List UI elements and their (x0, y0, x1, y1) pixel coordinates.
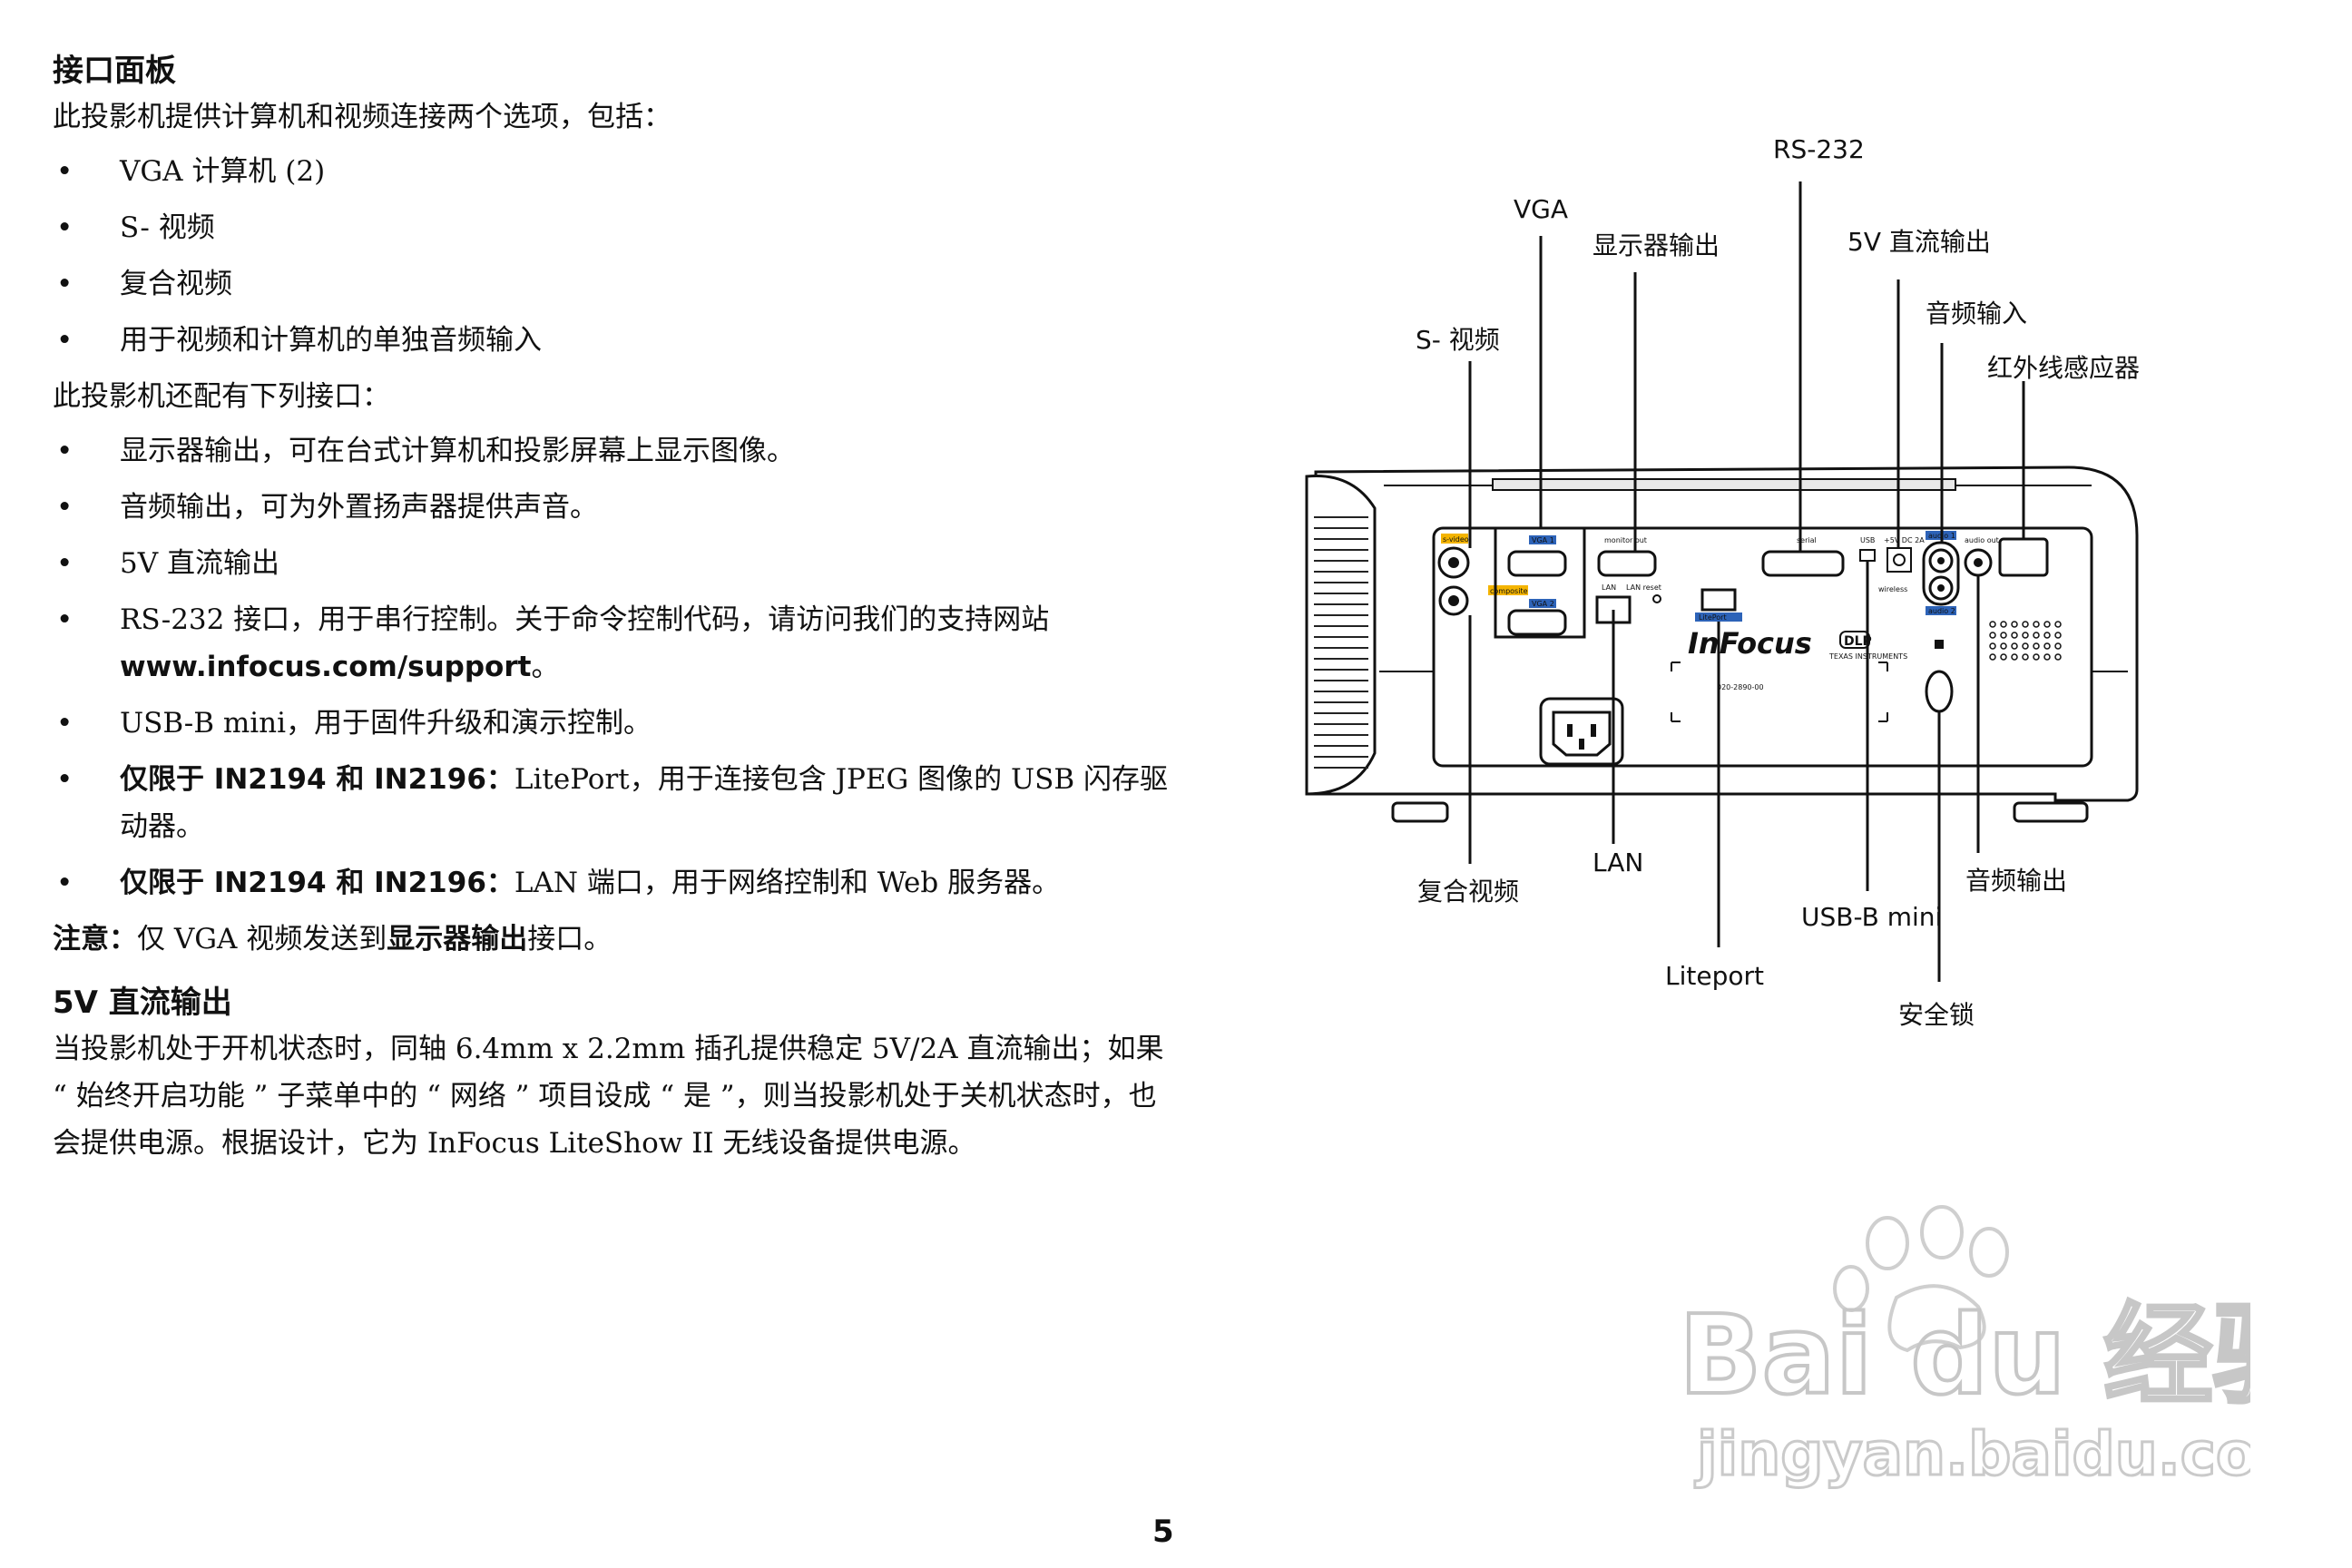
also-intro-text: 此投影机还配有下列接口： (53, 380, 390, 413)
audio-out-tag: audio out (1965, 536, 1999, 544)
note-bold: 显示器输出 (387, 923, 528, 956)
label-security-lock: 安全锁 (1898, 1000, 1975, 1030)
liteport-tag: LitePort (1699, 613, 1727, 622)
list-item: VGA 计算机 (2) (53, 148, 1169, 195)
item-text: 5V 直流输出 (120, 547, 279, 580)
dc-output-body: 当投影机处于开机状态时，同轴 6.4mm x 2.2mm 插孔提供稳定 5V/2… (53, 1033, 1164, 1160)
label-lan: LAN (1592, 848, 1643, 877)
leader-lines (1468, 181, 2025, 982)
serial-tag: serial (1797, 536, 1817, 544)
label-monitor-out: 显示器输出 (1592, 230, 1720, 260)
item-text-after: 。 (531, 651, 560, 683)
item-text: USB-B mini，用于固件升级和演示控制。 (120, 707, 652, 740)
connector-panel-diagram: s-video composite VGA 1 VGA 2 monitor ou… (1305, 134, 2140, 1030)
lan-reset-tag: LAN reset (1626, 583, 1661, 592)
projector-rear-view: s-video composite VGA 1 VGA 2 monitor ou… (1305, 466, 2139, 823)
vga1-tag: VGA 1 (1532, 536, 1554, 544)
list-item: 仅限于 IN2194 和 IN2196：LAN 端口，用于网络控制和 Web 服… (53, 859, 1169, 906)
section-heading-5v-dc: 5V 直流输出 (53, 985, 232, 1021)
item-text: 显示器输出，可在台式计算机和投影屏幕上显示图像。 (120, 435, 795, 467)
list-item: 音频输出，可为外置扬声器提供声音。 (53, 484, 1169, 531)
vga2-port (1507, 609, 1567, 636)
paw-icon (1833, 1205, 2009, 1353)
label-5v-dc: 5V 直流输出 (1847, 227, 1991, 257)
security-lock-slot (1925, 670, 1954, 713)
label-svideo: S- 视频 (1416, 325, 1500, 355)
ir-sensor (1998, 537, 2049, 577)
usb-tag: USB (1860, 536, 1875, 544)
baidu-watermark: Bai du 经验 jingyan.baidu.com (1677, 1205, 2250, 1491)
note: 注意：仅 VGA 视频发送到显示器输出接口。 (53, 916, 1169, 963)
dlp-logo: DLP (1844, 634, 1872, 649)
feature-list: 显示器输出，可在台式计算机和投影屏幕上显示图像。 音频输出，可为外置扬声器提供声… (53, 427, 1169, 906)
note-text: 仅 VGA 视频发送到 (137, 923, 387, 956)
dc-tag: +5V DC 2A (1884, 536, 1925, 544)
intro-text: 此投影机提供计算机和视频连接两个选项，包括： (53, 101, 671, 133)
item-text: RS-232 接口，用于串行控制。关于命令控制代码，请访问我们的支持网站 (120, 603, 1050, 636)
item-bold: 仅限于 IN2194 和 IN2196： (120, 763, 514, 796)
lan-tag: LAN (1602, 583, 1616, 592)
section-heading-interfaces: 接口面板 (53, 53, 176, 89)
label-composite: 复合视频 (1417, 877, 1519, 906)
list-item: 5V 直流输出 (53, 540, 1169, 587)
label-audio-in: 音频输入 (1926, 299, 2027, 328)
composite-tag: composite (1490, 587, 1528, 595)
item-text: LAN 端口，用于网络控制和 Web 服务器。 (514, 867, 1061, 899)
usb-b-mini-port (1859, 549, 1876, 562)
item-text: LitePort，用于连接包含 JPEG 图像的 USB 闪存驱动器。 (120, 763, 1168, 843)
item-text: 音频输出，可为外置扬声器提供声音。 (120, 491, 598, 524)
wireless-tag: wireless (1878, 585, 1907, 593)
svideo-tag: s-video (1443, 535, 1469, 544)
page-number: 5 (1152, 1514, 1174, 1550)
vga2-tag: VGA 2 (1532, 600, 1554, 608)
watermark-url: jingyan.baidu.com (1694, 1419, 2250, 1489)
label-usb-b-mini: USB-B mini (1801, 902, 1942, 932)
list-item: 复合视频 (53, 260, 1169, 308)
support-link[interactable]: www.infocus.com/support (120, 651, 532, 683)
list-item: S- 视频 (53, 204, 1169, 251)
item-bold: 仅限于 IN2194 和 IN2196： (120, 867, 514, 899)
input-list: VGA 计算机 (2) S- 视频 复合视频 用于视频和计算机的单独音频输入 (53, 148, 1169, 364)
label-vga: VGA (1514, 194, 1568, 224)
vga1-port (1507, 550, 1567, 577)
rs232-port (1761, 550, 1845, 577)
note-label: 注意： (53, 923, 137, 956)
list-item: USB-B mini，用于固件升级和演示控制。 (53, 700, 1169, 747)
list-item: RS-232 接口，用于串行控制。关于命令控制代码，请访问我们的支持网站 www… (53, 596, 1169, 691)
label-ir-sensor: 红外线感应器 (1987, 353, 2140, 383)
monitor-out-port (1597, 550, 1657, 577)
list-item: 用于视频和计算机的单独音频输入 (53, 317, 1169, 364)
liteport-port (1700, 588, 1737, 612)
audio2-tag: audio 2 (1928, 607, 1955, 615)
speaker-grille (1989, 621, 2062, 661)
list-item: 仅限于 IN2194 和 IN2196：LitePort，用于连接包含 JPEG… (53, 756, 1169, 850)
infocus-logo: InFocus (1688, 626, 1812, 661)
label-liteport: Liteport (1665, 961, 1764, 991)
note-after: 接口。 (527, 923, 612, 956)
model-code: 020-2890-00 (1717, 683, 1764, 691)
list-item: 显示器输出，可在台式计算机和投影屏幕上显示图像。 (53, 427, 1169, 475)
watermark-logo: Bai du 经验 (1679, 1293, 2250, 1419)
label-rs232: RS-232 (1773, 134, 1865, 164)
monitor-out-tag: monitor out (1604, 536, 1647, 544)
label-audio-out: 音频输出 (1965, 866, 2067, 896)
